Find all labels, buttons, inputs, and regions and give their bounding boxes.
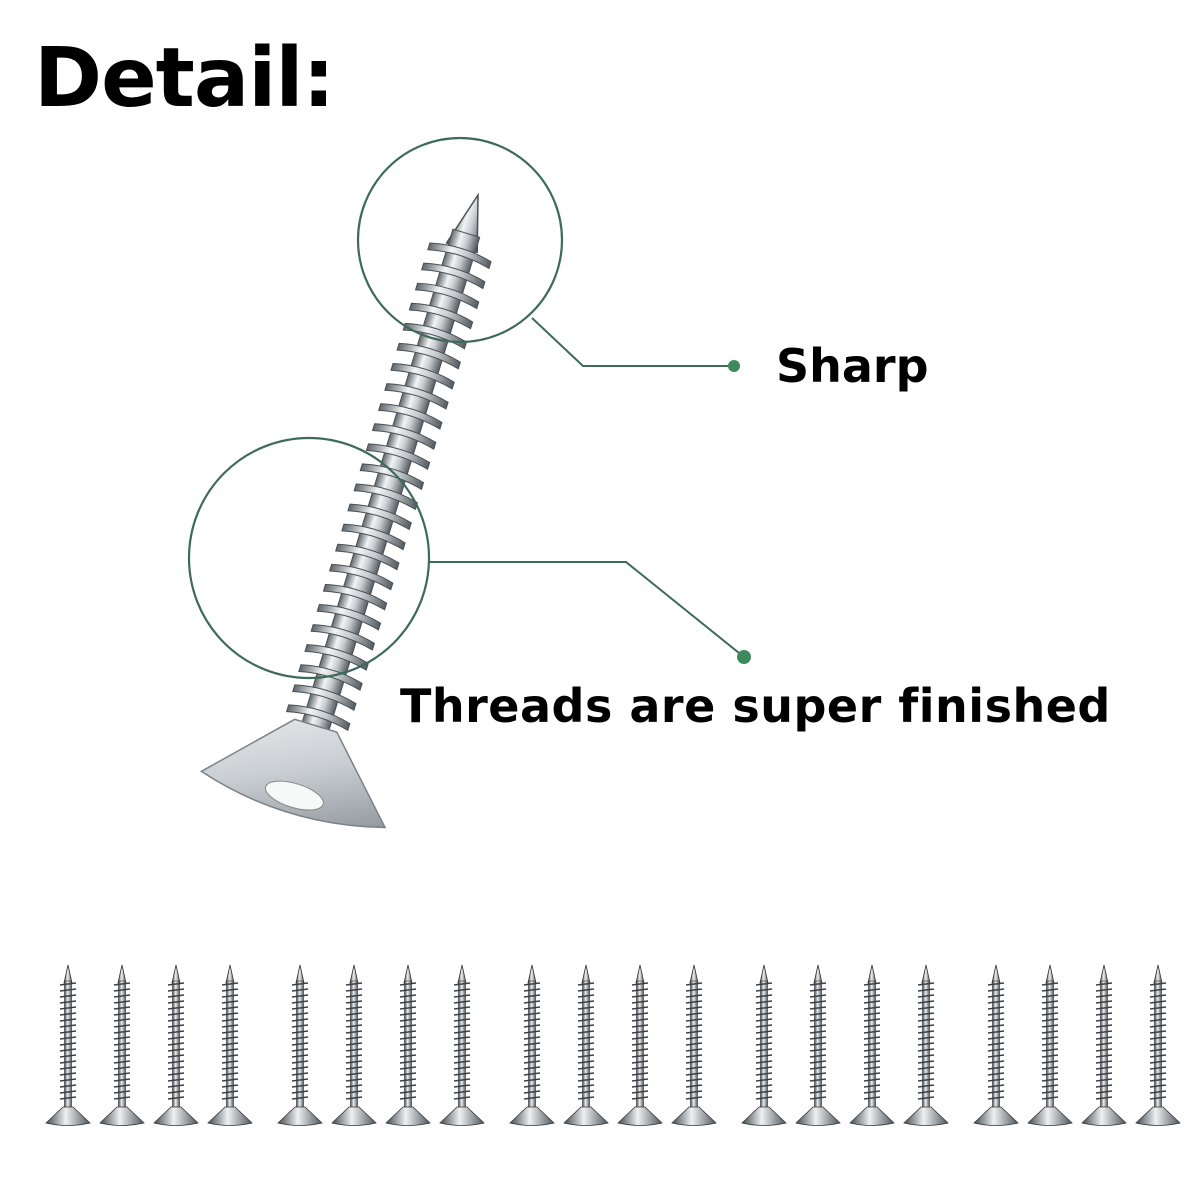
thread-ridge	[316, 603, 382, 631]
sharp-callout-circle	[356, 136, 564, 344]
thread-ridge	[359, 463, 425, 491]
thread-ridge	[328, 563, 394, 591]
small-screw	[509, 964, 555, 1126]
screw-row	[45, 964, 1181, 1126]
threads-callout-line	[430, 561, 745, 658]
small-screw	[207, 964, 253, 1126]
screw-head-recess	[264, 780, 324, 811]
thread-ridge	[285, 704, 351, 732]
thread-ridge	[304, 644, 369, 671]
screw-shaft	[300, 228, 481, 736]
small-screw	[849, 964, 895, 1126]
small-screw	[153, 964, 199, 1126]
small-screw	[617, 964, 663, 1126]
thread-ridge	[371, 423, 437, 450]
small-screw	[277, 964, 323, 1126]
small-screw	[439, 964, 485, 1126]
thread-ridge	[384, 383, 449, 410]
small-screw	[563, 964, 609, 1126]
thread-ridge	[353, 483, 418, 511]
thread-ridge	[365, 443, 431, 471]
thread-ridge	[402, 322, 468, 350]
thread-ridge	[390, 362, 455, 390]
small-screw	[45, 964, 91, 1126]
thread-ridge	[396, 342, 461, 370]
screw-detail-illustration	[187, 136, 751, 829]
small-screw	[99, 964, 145, 1126]
small-screw	[741, 964, 787, 1126]
thread-ridge	[378, 403, 443, 430]
thread-ridge	[341, 523, 406, 551]
thread-ridge	[310, 624, 375, 651]
thread-ridge	[298, 664, 363, 691]
small-screw	[795, 964, 841, 1126]
threads-callout-dot	[737, 650, 751, 664]
small-screw	[1081, 964, 1127, 1126]
sharp-callout-line	[531, 317, 734, 367]
thread-ridge	[322, 583, 388, 611]
thread-ridge	[427, 242, 492, 270]
callout-label-sharp: Sharp	[776, 339, 929, 393]
screw-head	[199, 718, 387, 829]
thread-ridge	[408, 302, 474, 330]
thread-ridge	[292, 684, 357, 711]
callout-label-threads: Threads are super finished	[400, 679, 1111, 733]
page-title: Detail:	[34, 31, 335, 126]
small-screw	[903, 964, 949, 1126]
sharp-callout-dot	[728, 360, 740, 372]
large-screw	[199, 192, 492, 829]
small-screw	[331, 964, 377, 1126]
small-screw	[671, 964, 717, 1126]
threads-callout-circle	[187, 436, 431, 680]
thread-ridge	[335, 543, 400, 571]
thread-ridge	[347, 503, 412, 531]
thread-ridge	[421, 262, 486, 290]
thread-ridge	[414, 282, 480, 310]
small-screw	[1027, 964, 1073, 1126]
small-screw	[973, 964, 1019, 1126]
small-screw	[385, 964, 431, 1126]
small-screw	[1135, 964, 1181, 1126]
screw-threads	[285, 242, 492, 732]
